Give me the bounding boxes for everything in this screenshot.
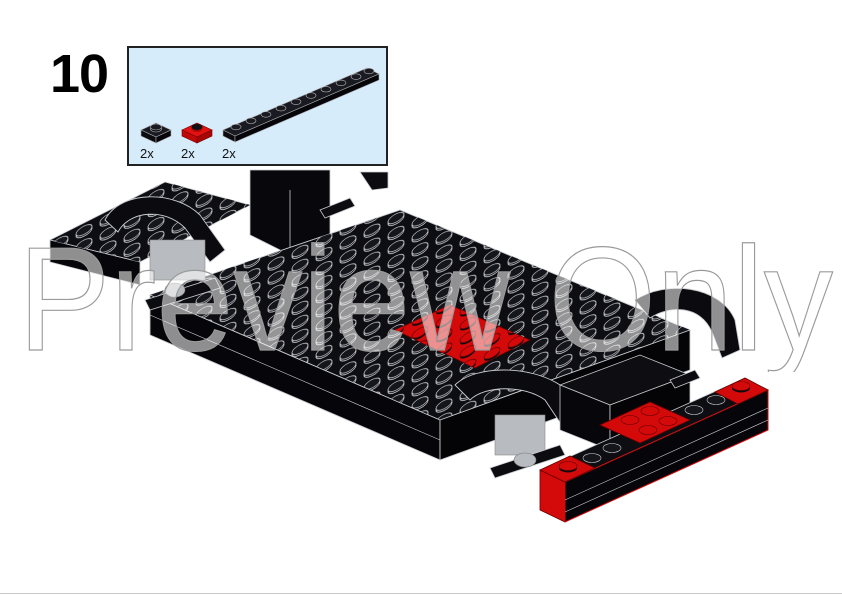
part-quantity: 2x	[222, 146, 236, 161]
black-plate-1x10-icon	[222, 67, 380, 143]
part-quantity: 2x	[181, 146, 195, 161]
parts-callout: 2x 2x	[127, 46, 388, 166]
black-plate-1x1-icon	[140, 122, 172, 144]
step-number: 10	[50, 44, 109, 104]
red-plate-1x1-icon	[181, 122, 213, 144]
page-bottom-rule	[0, 593, 842, 594]
part-quantity: 2x	[140, 146, 154, 161]
